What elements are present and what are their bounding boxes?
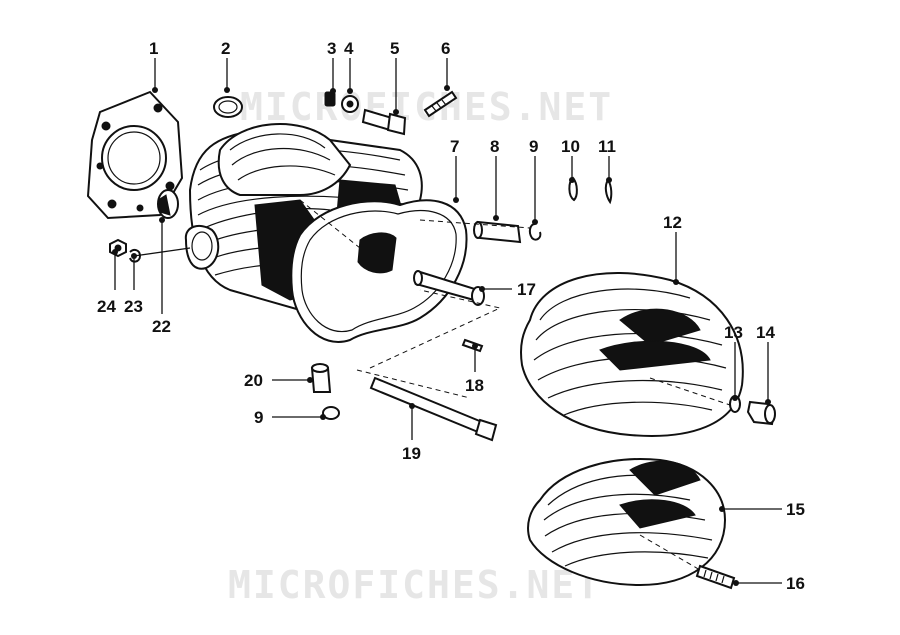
long-bolt bbox=[369, 376, 498, 442]
assembly-line-f bbox=[299, 199, 361, 249]
cap-nut-14 bbox=[746, 400, 776, 426]
callout-15: 15 bbox=[786, 500, 805, 519]
callout-2: 2 bbox=[221, 39, 230, 58]
callout-14: 14 bbox=[756, 323, 775, 342]
callout-9-upper: 9 bbox=[529, 137, 538, 156]
clip-11 bbox=[604, 178, 613, 205]
watermark-bottom: MICROFICHES.NET bbox=[228, 563, 601, 607]
circlip-lower bbox=[322, 406, 340, 420]
callout-9-lower: 9 bbox=[254, 408, 263, 427]
callout-11: 11 bbox=[598, 137, 616, 156]
callout-17: 17 bbox=[517, 280, 536, 299]
callout-12: 12 bbox=[663, 213, 682, 232]
screw-16 bbox=[695, 564, 736, 590]
callout-7: 7 bbox=[450, 137, 459, 156]
callout-19: 19 bbox=[402, 444, 421, 463]
callout-23: 23 bbox=[124, 297, 143, 316]
callout-8: 8 bbox=[490, 137, 499, 156]
leader-lines bbox=[114, 58, 782, 584]
callout-13: 13 bbox=[724, 323, 743, 342]
callout-4: 4 bbox=[344, 39, 354, 58]
head-gasket bbox=[86, 90, 184, 220]
callout-18: 18 bbox=[465, 376, 484, 395]
circlip-upper bbox=[528, 223, 542, 241]
callout-10: 10 bbox=[561, 137, 580, 156]
stud bbox=[423, 90, 458, 118]
rocker-cover-large bbox=[520, 272, 744, 437]
callout-22: 22 bbox=[152, 317, 171, 336]
callout-1: 1 bbox=[149, 39, 158, 58]
seal-ring bbox=[213, 96, 243, 118]
callout-24: 24 bbox=[97, 297, 116, 316]
spacer-sleeve bbox=[473, 220, 522, 244]
callout-labels: 1 2 3 4 5 6 7 8 9 10 11 12 13 14 15 16 1… bbox=[97, 39, 805, 593]
grub-screw bbox=[324, 91, 336, 107]
callout-5: 5 bbox=[390, 39, 399, 58]
oil-seal-22 bbox=[157, 189, 179, 219]
assembly-line-a bbox=[369, 289, 502, 369]
callout-20: 20 bbox=[244, 371, 263, 390]
leader-dots bbox=[112, 85, 771, 586]
callout-16: 16 bbox=[786, 574, 805, 593]
callout-6: 6 bbox=[441, 39, 450, 58]
nut-24 bbox=[109, 238, 127, 258]
washer bbox=[341, 95, 359, 113]
assembly-line-e bbox=[639, 534, 701, 571]
valve-cover-gasket bbox=[290, 199, 468, 343]
assembly-line-b bbox=[356, 369, 471, 399]
sleeve bbox=[310, 363, 332, 393]
watermark-top: MICROFICHES.NET bbox=[240, 85, 613, 129]
rocker-cover-small bbox=[527, 458, 727, 587]
clip-10 bbox=[568, 176, 578, 202]
assembly-line-c bbox=[419, 219, 531, 229]
rocker-pin bbox=[413, 270, 485, 306]
callout-3: 3 bbox=[327, 39, 336, 58]
bolt bbox=[361, 108, 407, 136]
